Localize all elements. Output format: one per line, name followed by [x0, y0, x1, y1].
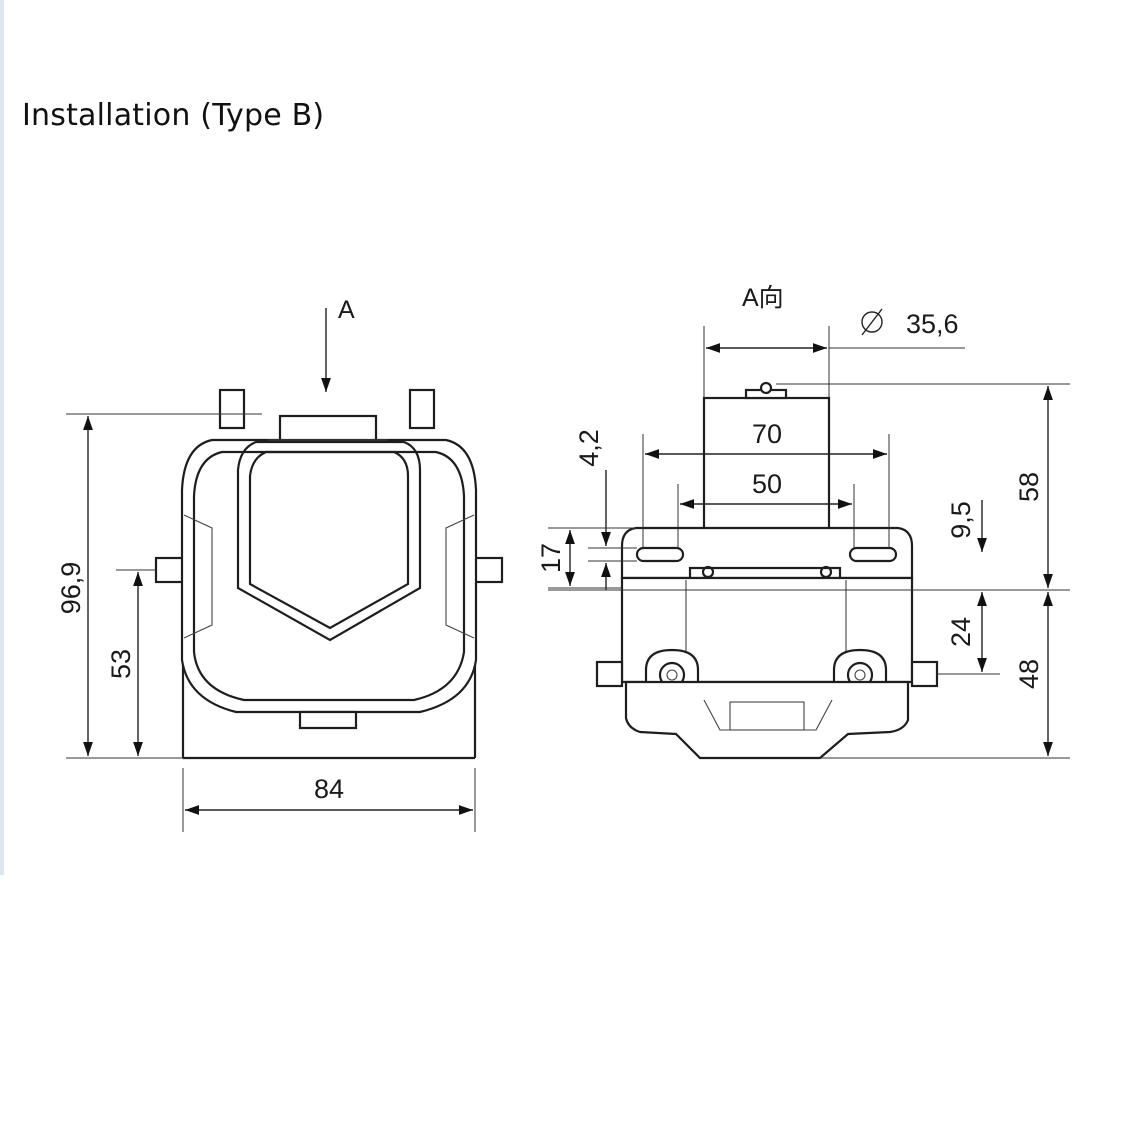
terminal-screw-right-core	[854, 669, 866, 681]
dim-width-label: 84	[314, 774, 344, 804]
top-post-right	[408, 388, 436, 430]
side-clip-right	[445, 514, 475, 639]
dim-50-label: 50	[752, 469, 782, 499]
window-outer	[236, 440, 422, 642]
terminal-screw-left-core	[666, 669, 678, 681]
view-a-label: A	[338, 296, 355, 324]
bottom-tab	[298, 710, 358, 730]
top-cap	[278, 414, 378, 442]
upper-column	[702, 396, 831, 532]
housing-inner	[192, 450, 466, 702]
page-title: Installation (Type B)	[22, 98, 325, 133]
dim-height-label: 96,9	[56, 562, 86, 615]
view-a-direction-label: A向	[742, 284, 784, 312]
dim-mount-label: 53	[106, 649, 136, 679]
top-screw-head	[759, 381, 773, 395]
diameter-symbol	[861, 308, 883, 336]
left-view: A 9	[56, 296, 504, 832]
side-peg-left	[595, 660, 624, 688]
side-peg-left	[154, 556, 185, 584]
slot-right	[848, 546, 898, 563]
slot-left	[635, 546, 685, 563]
lower-base	[624, 680, 910, 760]
dim-flange-label: 17	[536, 543, 566, 573]
window-inner	[248, 450, 410, 630]
dim-diameter-label: 35,6	[906, 309, 959, 339]
side-peg-right	[910, 660, 939, 688]
housing-outer	[180, 438, 478, 714]
side-clip-left	[183, 514, 213, 639]
dim-70-label: 70	[752, 419, 782, 449]
right-view: A向 35,6	[536, 284, 1070, 760]
dim-24-label: 24	[946, 617, 976, 647]
center-terminal	[729, 701, 805, 731]
dim-58-label: 58	[1014, 472, 1044, 502]
top-post-left	[218, 388, 246, 430]
left-edge-strip	[0, 0, 4, 875]
side-peg-right	[473, 556, 504, 584]
dim-48-label: 48	[1014, 659, 1044, 689]
dim-slot-label: 4,2	[574, 429, 604, 467]
dim-slot-offset-label: 9,5	[946, 501, 976, 539]
